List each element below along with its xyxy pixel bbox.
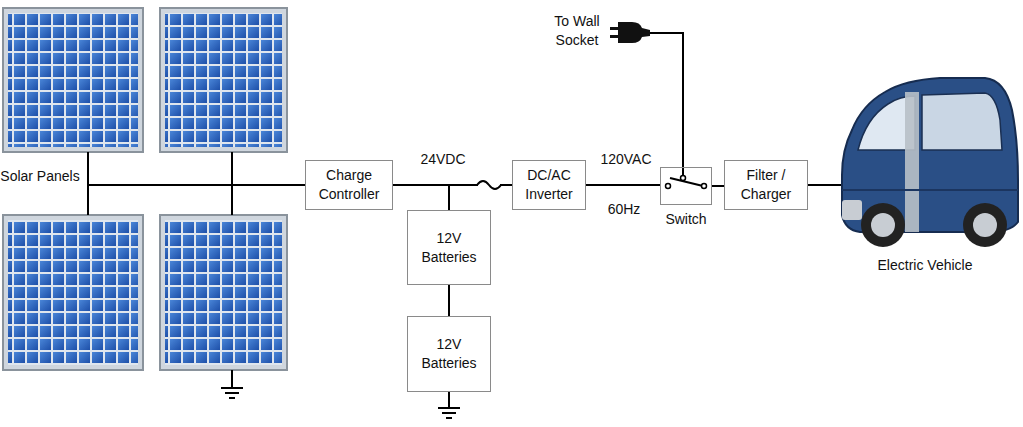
ground-symbol xyxy=(438,392,460,418)
wall-wire xyxy=(650,33,683,176)
electric-vehicle xyxy=(842,78,1018,247)
diagram-label: Electric Vehicle xyxy=(860,256,990,275)
wire-connector xyxy=(393,185,449,210)
box-label: 12V Batteries xyxy=(408,229,490,267)
plug-icon xyxy=(610,22,650,43)
wire-connector xyxy=(586,184,660,186)
fuse-symbol xyxy=(477,178,501,192)
charger-box: Filter / Charger xyxy=(724,160,808,210)
charge-cable xyxy=(805,184,845,186)
box-label: Switch xyxy=(662,210,709,229)
diagram-label: To Wall Socket xyxy=(545,12,609,50)
solar-panel xyxy=(160,8,287,152)
battery-box: 12V Batteries xyxy=(407,210,491,285)
wire-connector xyxy=(712,185,724,187)
box-label: Filter / Charger xyxy=(725,166,807,204)
box-label: Charge Controller xyxy=(306,166,392,204)
switch-symbol xyxy=(666,176,707,189)
inverter-box: DC/AC Inverter xyxy=(512,160,586,210)
battery-box: 12V Batteries xyxy=(407,316,491,392)
solar-panel xyxy=(3,8,143,152)
wire-connector xyxy=(448,285,450,316)
diagram-label: 120VAC xyxy=(590,150,662,169)
panel-wiring xyxy=(88,152,308,215)
ground-symbol xyxy=(221,370,243,398)
box-label: 12V Batteries xyxy=(408,335,490,373)
diagram-label: Solar Panels xyxy=(0,167,80,186)
solar-panel xyxy=(3,215,143,370)
controller-box: Charge Controller xyxy=(305,160,393,210)
diagram-label: 24VDC xyxy=(408,150,478,169)
switch-box: Switch xyxy=(660,167,712,205)
box-label: DC/AC Inverter xyxy=(513,166,585,204)
diagram-label: 60Hz xyxy=(594,200,654,219)
solar-panel xyxy=(160,215,287,370)
